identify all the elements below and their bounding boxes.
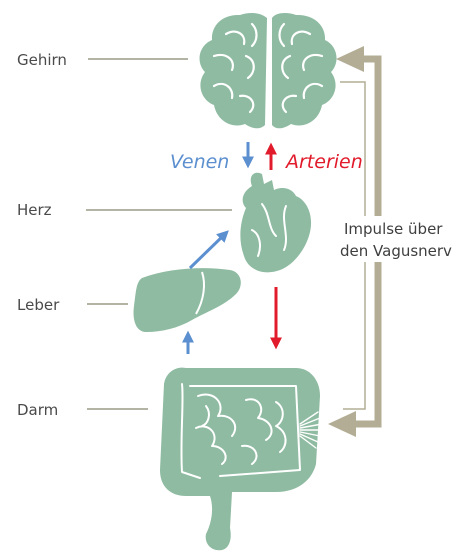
vein-arrow-liver-heart xyxy=(190,234,225,268)
vagus-arrowhead-gut xyxy=(328,411,356,437)
brain-icon xyxy=(200,13,337,128)
label-arteries: Arterien xyxy=(284,151,363,173)
vagus-label-line-1: Impulse über xyxy=(344,220,443,238)
label-heart: Herz xyxy=(17,201,52,219)
label-liver: Leber xyxy=(17,296,60,314)
label-gut: Darm xyxy=(17,401,58,419)
vagus-label-line-2: den Vagusnerv xyxy=(340,242,452,260)
intestines-icon xyxy=(160,368,322,551)
liver-icon xyxy=(134,268,241,332)
label-veins: Venen xyxy=(170,151,229,173)
heart-icon xyxy=(240,173,311,273)
label-brain: Gehirn xyxy=(17,51,67,69)
vagus-arrowhead-brain xyxy=(336,46,364,72)
